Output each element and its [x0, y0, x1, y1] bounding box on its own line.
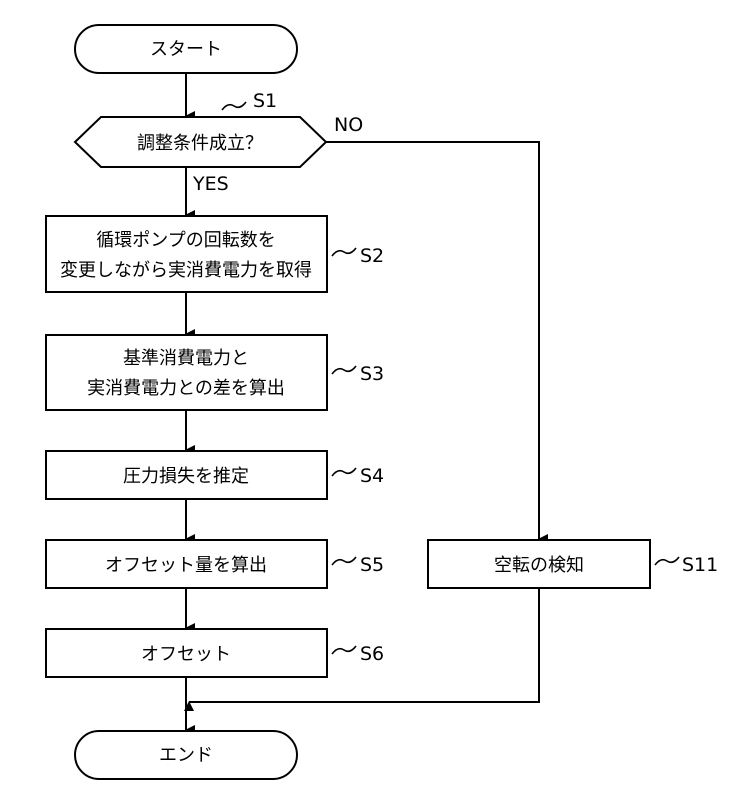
step-label-s11: S11 [682, 554, 718, 576]
s11-leader [655, 557, 679, 565]
s2-line-1: 循環ポンプの回転数を [96, 230, 275, 251]
start-label: スタート [150, 39, 222, 60]
s6-leader [332, 646, 356, 654]
step-label-s2: S2 [360, 245, 384, 267]
start-terminal: スタート [75, 25, 297, 73]
process-s5: オフセット量を算出 S5 [46, 540, 384, 588]
step-label-s5: S5 [360, 554, 384, 576]
decision-s1: 調整条件成立？ S1 [75, 90, 326, 167]
s1-leader [222, 102, 246, 110]
s3-line-1: 基準消費電力と [123, 348, 249, 369]
s6-line-1: オフセット [141, 644, 231, 665]
yes-label: YES [192, 173, 229, 195]
s5-leader [332, 557, 356, 565]
arrow-s1-to-s11 [326, 142, 539, 539]
no-label: NO [334, 114, 363, 136]
process-s2: 循環ポンプの回転数を 変更しながら実消費電力を取得 S2 [46, 216, 384, 292]
s4-leader [332, 468, 356, 476]
decision-text: 調整条件成立？ [137, 133, 263, 154]
step-label-s1: S1 [253, 90, 277, 112]
process-s6: オフセット S6 [46, 629, 384, 677]
process-s11: 空転の検知 S11 [428, 540, 718, 588]
step-label-s4: S4 [360, 465, 384, 487]
s5-line-1: オフセット量を算出 [105, 555, 267, 576]
end-terminal: エンド [75, 731, 297, 779]
end-label: エンド [159, 745, 213, 766]
s2-line-2: 変更しながら実消費電力を取得 [60, 260, 312, 281]
s3-line-2: 実消費電力との差を算出 [87, 378, 285, 399]
step-label-s6: S6 [360, 643, 384, 665]
step-label-s3: S3 [360, 363, 384, 385]
process-s3: 基準消費電力と 実消費電力との差を算出 S3 [46, 335, 384, 410]
s4-line-1: 圧力損失を推定 [123, 466, 249, 487]
s3-leader [332, 366, 356, 374]
process-s4: 圧力損失を推定 S4 [46, 451, 384, 499]
s11-line-1: 空転の検知 [494, 555, 584, 576]
s2-leader [332, 248, 356, 256]
